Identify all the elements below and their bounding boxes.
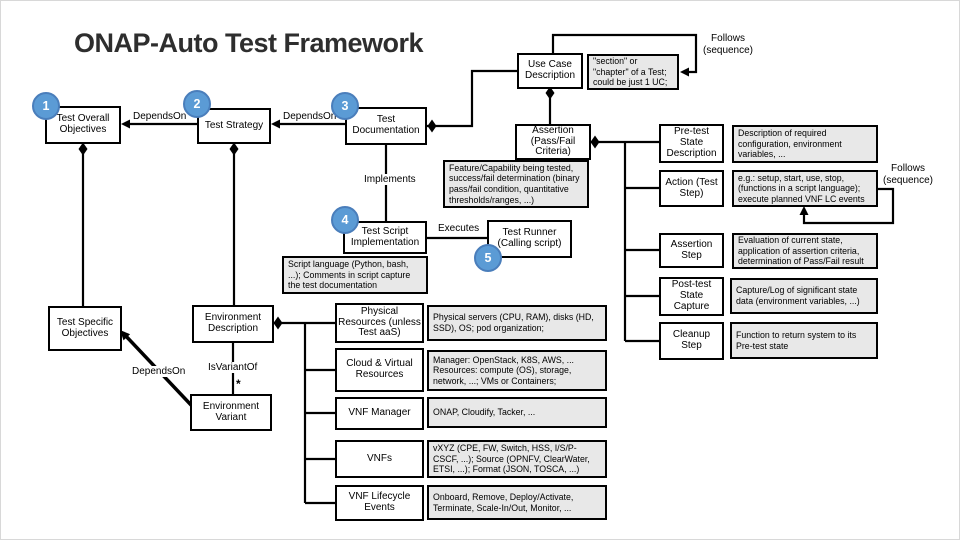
note-post-test: Capture/Log of significant state data (e… bbox=[730, 278, 878, 314]
entity-environment-description: Environment Description bbox=[192, 305, 274, 343]
entity-test-documentation: Test Documentation bbox=[345, 107, 427, 145]
entity-cleanup-step: Cleanup Step bbox=[659, 322, 724, 360]
note-vnfs: vXYZ (CPE, FW, Switch, HSS, I/S/P-CSCF, … bbox=[427, 440, 607, 478]
aggregation-diamond-icon bbox=[590, 135, 600, 149]
entity-test-strategy: Test Strategy bbox=[197, 108, 271, 144]
step-badge-3: 3 bbox=[331, 92, 359, 120]
arrowhead-icon bbox=[121, 119, 130, 129]
note-vnf-manager: ONAP, Cloudify, Tacker, ... bbox=[427, 397, 607, 428]
note-pre-test: Description of required configuration, e… bbox=[732, 125, 878, 163]
relation-dependson-1: DependsOn bbox=[133, 111, 187, 122]
entity-vnf-manager: VNF Manager bbox=[335, 397, 424, 430]
relation-dependson-3: DependsOn bbox=[130, 366, 188, 377]
arrowhead-icon bbox=[271, 119, 280, 129]
aggregation-diamond-icon bbox=[427, 119, 437, 133]
step-badge-4: 4 bbox=[331, 206, 359, 234]
entity-test-specific-objectives: Test Specific Objectives bbox=[48, 306, 122, 351]
relation-follows-top: Follows (sequence) bbox=[702, 33, 754, 56]
entity-vnfs: VNFs bbox=[335, 440, 424, 478]
note-action: e.g.: setup, start, use, stop, (function… bbox=[732, 170, 878, 207]
arrowhead-icon bbox=[680, 67, 689, 77]
entity-use-case-description: Use Case Description bbox=[517, 53, 583, 89]
note-assertion-step: Evaluation of current state, application… bbox=[732, 233, 878, 269]
entity-test-runner: Test Runner (Calling script) bbox=[487, 220, 572, 258]
entity-physical-resources: Physical Resources (unless Test aaS) bbox=[335, 303, 424, 343]
multiplicity-star: * bbox=[236, 377, 241, 391]
aggregation-diamond-icon bbox=[78, 142, 88, 156]
follows-loop bbox=[551, 33, 698, 74]
entity-assertion: Assertion (Pass/Fail Criteria) bbox=[515, 124, 591, 160]
relation-executes: Executes bbox=[438, 223, 480, 234]
note-cleanup: Function to return system to its Pre-tes… bbox=[730, 322, 878, 359]
arrowhead-icon bbox=[120, 330, 131, 341]
follows-loop bbox=[802, 187, 895, 225]
entity-assertion-step: Assertion Step bbox=[659, 233, 724, 268]
aggregation-diamond-icon bbox=[229, 142, 239, 156]
note-cloud-virtual-resources: Manager: OpenStack, K8S, AWS, ... Resour… bbox=[427, 350, 607, 391]
diagram-title: ONAP-Auto Test Framework bbox=[74, 28, 424, 58]
relation-implements: Implements bbox=[362, 174, 418, 185]
note-physical-resources: Physical servers (CPU, RAM), disks (HD, … bbox=[427, 305, 607, 341]
note-vnf-lifecycle-events: Onboard, Remove, Deploy/Activate, Termin… bbox=[427, 485, 607, 520]
note-script: Script language (Python, bash, ...); Com… bbox=[282, 256, 428, 294]
note-use-case: "section" or "chapter" of a Test; could … bbox=[587, 54, 679, 90]
entity-vnf-lifecycle-events: VNF Lifecycle Events bbox=[335, 485, 424, 521]
arrowhead-icon bbox=[799, 206, 809, 215]
entity-pre-test-state-description: Pre-test State Description bbox=[659, 124, 724, 163]
entity-action-test-step: Action (Test Step) bbox=[659, 170, 724, 207]
entity-environment-variant: Environment Variant bbox=[190, 394, 272, 431]
note-assertion: Feature/Capability being tested, success… bbox=[443, 160, 589, 208]
step-badge-1: 1 bbox=[32, 92, 60, 120]
step-badge-5: 5 bbox=[474, 244, 502, 272]
connector-line bbox=[427, 69, 517, 128]
relation-dependson-2: DependsOn bbox=[283, 111, 337, 122]
relation-isvariantof: IsVariantOf bbox=[206, 362, 260, 373]
relation-follows-right: Follows (sequence) bbox=[882, 163, 934, 186]
aggregation-diamond-icon bbox=[273, 316, 283, 330]
entity-test-script-implementation: Test Script Implementation bbox=[343, 221, 427, 254]
aggregation-diamond-icon bbox=[545, 86, 555, 100]
entity-cloud-virtual-resources: Cloud & Virtual Resources bbox=[335, 348, 424, 392]
step-badge-2: 2 bbox=[183, 90, 211, 118]
entity-post-test-state-capture: Post-test State Capture bbox=[659, 277, 724, 316]
